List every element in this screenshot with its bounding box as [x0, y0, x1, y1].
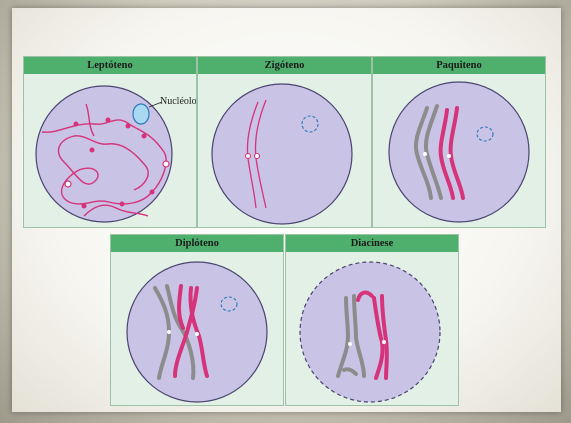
panel-diploteno: Diplóteno — [110, 234, 284, 406]
panel-title-leptoteno: Leptóteno — [24, 57, 196, 74]
panel-title-paquiteno: Paquiteno — [373, 57, 545, 74]
nucleolus-label: Nucléolo — [160, 96, 196, 107]
panel-title-diacinese: Diacinese — [286, 235, 458, 252]
paquiteno-diagram — [373, 74, 545, 228]
diploteno-diagram — [111, 252, 283, 406]
zigoteno-diagram — [198, 74, 371, 228]
cell-nucleus — [389, 82, 529, 222]
panel-title-diploteno: Diplóteno — [111, 235, 283, 252]
slide-background: Leptóteno Nucléolo — [12, 8, 561, 412]
leptoteno-diagram: Nucléolo — [24, 74, 196, 228]
panel-paquiteno: Paquiteno — [372, 56, 546, 228]
panel-diacinese: Diacinese — [285, 234, 459, 406]
nucleolus-shape — [133, 104, 149, 124]
panel-leptoteno: Leptóteno Nucléolo — [23, 56, 197, 228]
panel-title-zigoteno: Zigóteno — [198, 57, 371, 74]
diacinese-diagram — [286, 252, 458, 406]
cell-nucleus — [212, 84, 352, 224]
panel-zigoteno: Zigóteno — [197, 56, 372, 228]
nuclear-envelope-breaking — [300, 262, 440, 402]
